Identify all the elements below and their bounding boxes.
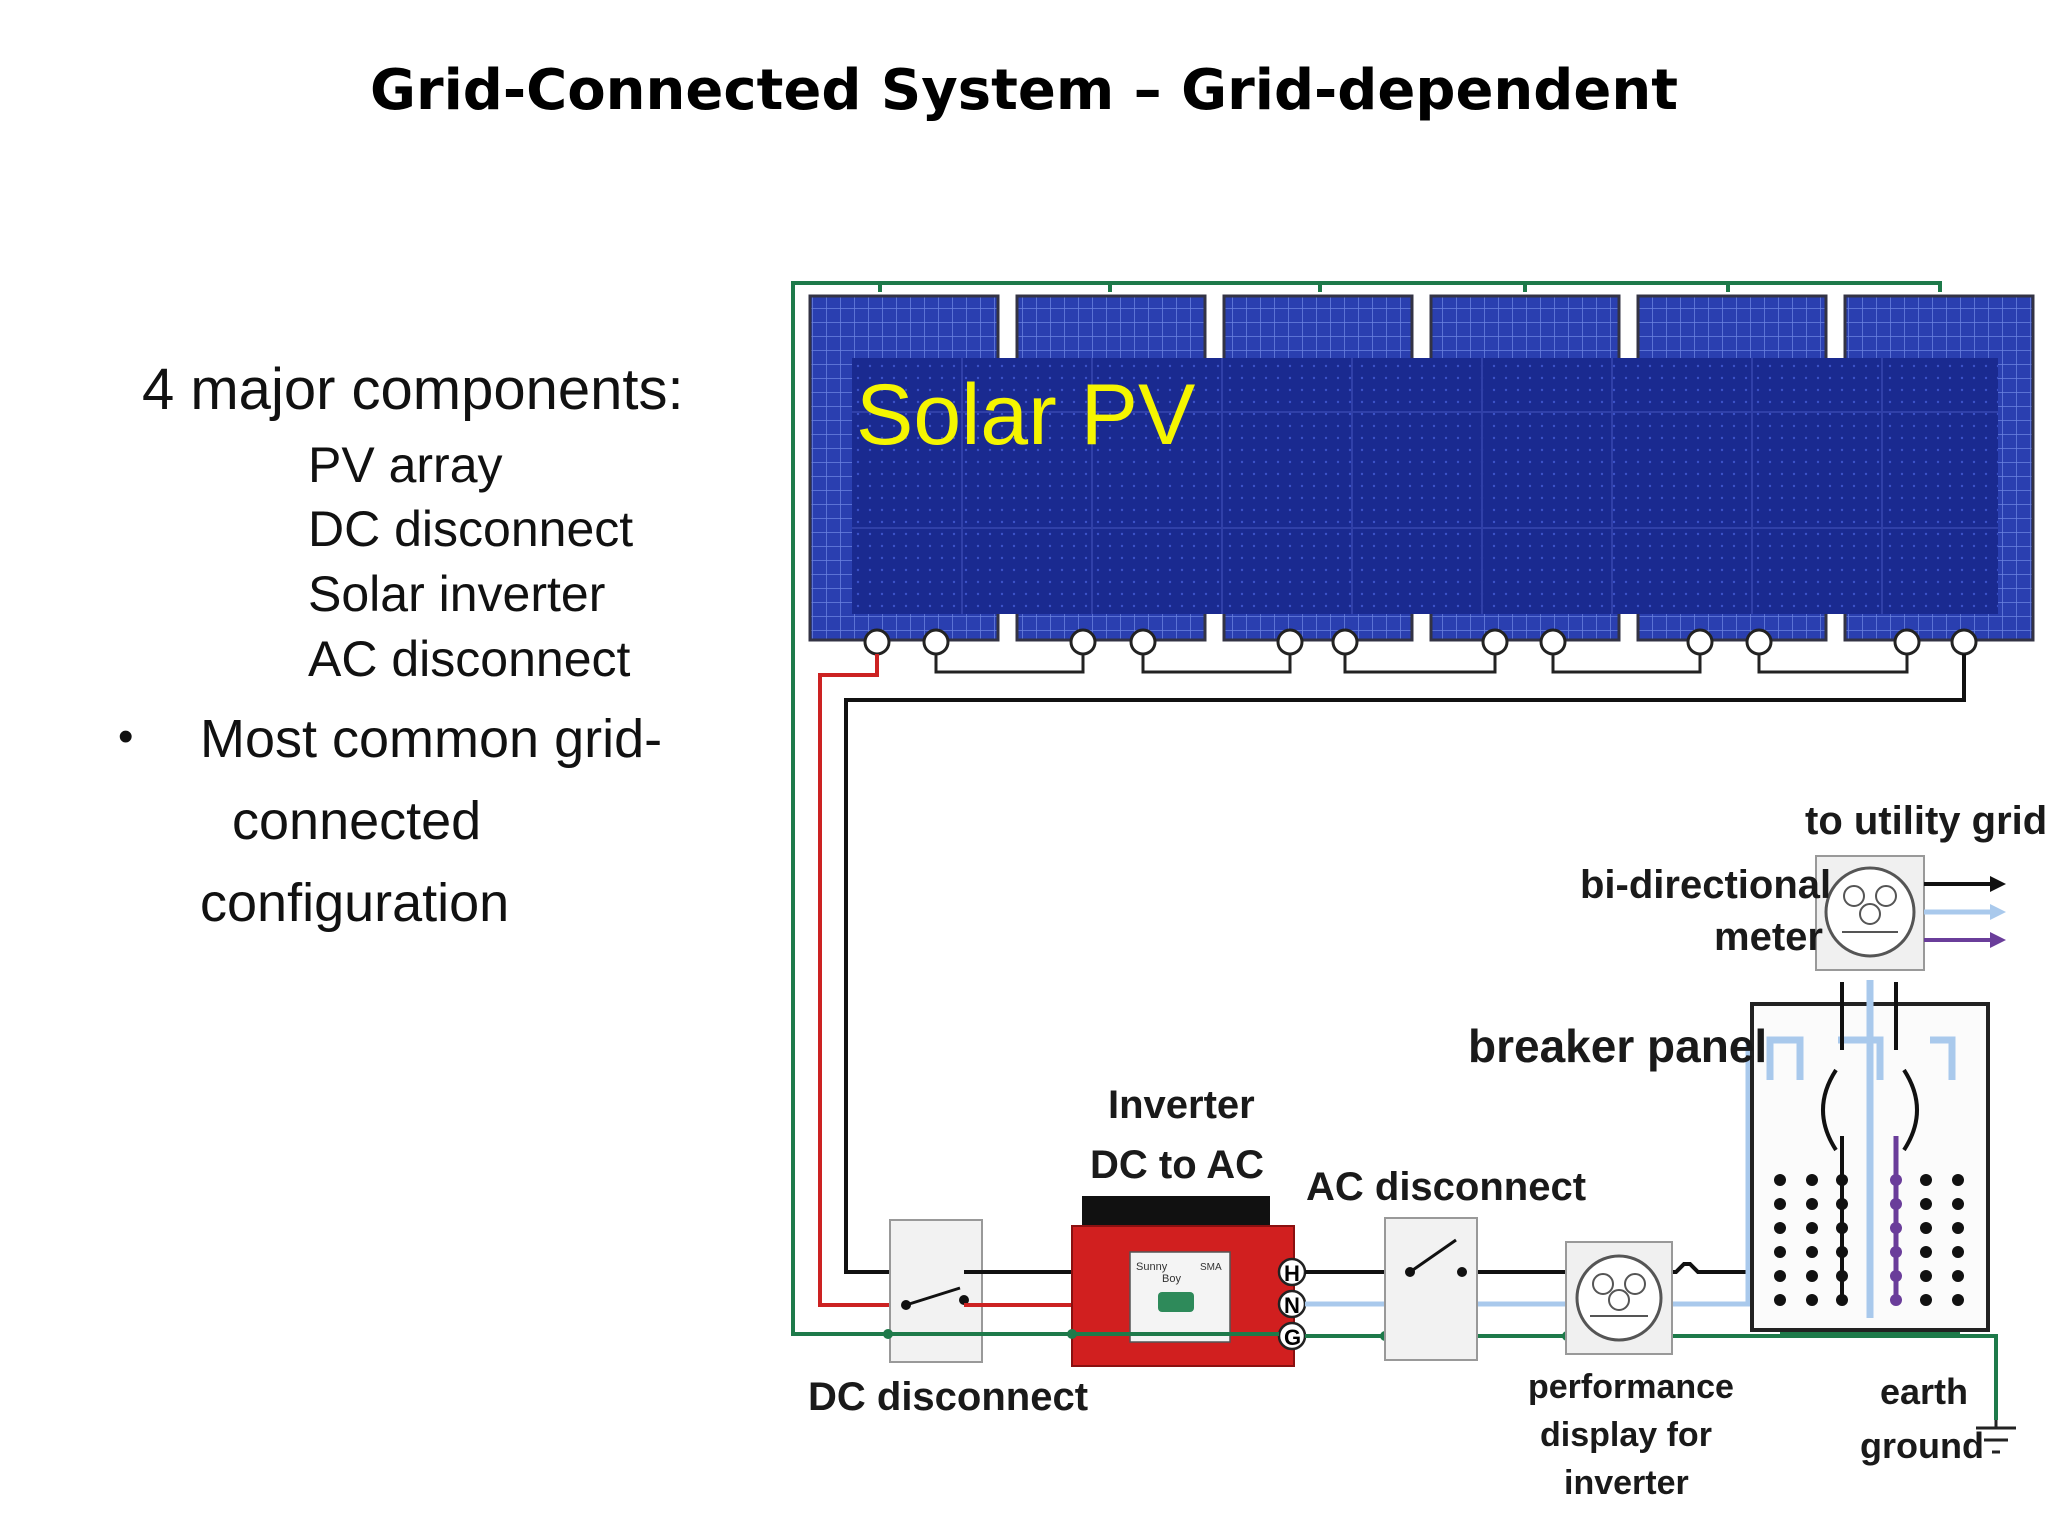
performance-meter-dial [1575,1254,1663,1342]
label-dc-to-ac: DC to AC [1090,1143,1264,1187]
bullet-line-1: Most common grid- [200,709,663,769]
label-dc-disconnect: DC disconnect [808,1375,1088,1419]
breaker-row-left [1774,1174,1848,1306]
breaker-panel-neutral [1766,980,1956,1318]
dc-positive-wire [818,654,906,1307]
inverter-top [1082,1196,1270,1226]
terminal-n: N [1284,1293,1300,1318]
label-breaker-panel: breaker panel [1468,1020,1767,1072]
bullet-line-2: connected [232,791,482,851]
ground-wire-left [791,1332,1279,1336]
inverter-screen [1158,1292,1194,1312]
label-to-utility-grid: to utility grid [1805,799,2047,843]
label-earth: earth [1880,1371,1968,1412]
label-display-for: display for [1540,1416,1712,1454]
ac-disconnect-box [1384,1217,1478,1361]
dc-negative-wire [844,654,1966,1274]
label-ac-disconnect: AC disconnect [1306,1165,1586,1209]
inverter-brand-2: Boy [1162,1273,1181,1285]
component-solar-inverter: Solar inverter [308,566,606,622]
series-jumpers [934,654,1909,674]
solar-pv-overlay [852,358,1998,614]
bullet-line-3: configuration [200,873,510,933]
label-inverter: Inverter [1108,1083,1255,1127]
component-dc-disconnect: DC disconnect [308,501,634,557]
utility-grid-arrows [1924,876,2006,948]
label-bi-directional: bi-directional [1580,863,1831,907]
terminal-h: H [1284,1261,1300,1286]
slide-title: Grid-Connected System – Grid-dependent [370,58,1678,123]
dc-disconnect-box [889,1219,983,1363]
solar-pv-label: Solar PV [856,367,1195,463]
ground-wire-right [1305,1334,1998,1420]
panel-terminals [863,628,1978,656]
label-ground: ground [1860,1425,1984,1466]
component-pv-array: PV array [308,437,503,493]
bi-directional-meter-dial [1824,866,1916,958]
inverter-brand-3: SMA [1200,1262,1222,1273]
component-ac-disconnect: AC disconnect [308,631,631,687]
label-meter: meter [1714,915,1823,959]
bullet-symbol: • [118,712,134,761]
components-heading: 4 major components: [142,357,684,422]
label-performance: performance [1528,1368,1734,1406]
inverter-brand-1: Sunny [1136,1261,1168,1273]
breaker-row-right [1890,1174,1964,1306]
earth-ground-symbol [1976,1420,2016,1454]
label-inverter-small: inverter [1564,1464,1689,1502]
inverter-terminals: H N G [1277,1257,1307,1351]
ground-wire-top [791,281,1942,1336]
terminal-g: G [1284,1325,1301,1350]
